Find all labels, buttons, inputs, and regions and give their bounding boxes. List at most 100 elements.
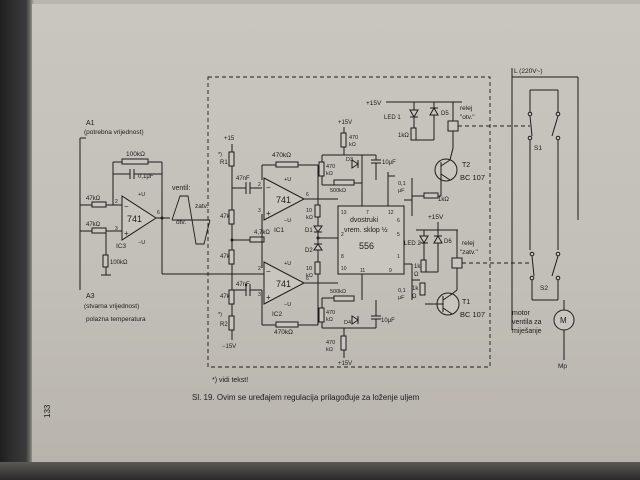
r470-a-unit: kΩ: [349, 142, 356, 148]
r47k-b-label: 47kΩ: [86, 222, 101, 228]
figure-caption: Sl. 19. Ovim se uređajem regulacija pril…: [192, 393, 420, 402]
diode-d1: [313, 225, 323, 233]
s2-contact-c: [529, 275, 535, 281]
ventil-label: ventil:: [172, 185, 190, 192]
resistor-1k-c: [420, 259, 427, 273]
board-boundary: [207, 76, 491, 368]
resistor-47k-b: [91, 227, 107, 234]
s1-contact-b: [555, 111, 561, 117]
resistor-10k-a: [314, 204, 321, 218]
threshold-divider: +15 R1 *) 47k 47k 47k R2 *) −15V: [218, 136, 270, 350]
minus15-label: −15V: [222, 344, 236, 350]
timer-556-body: [337, 205, 405, 275]
timer-pin-7: 7: [366, 210, 369, 216]
op-amp-ic3: [121, 195, 157, 241]
diode-d4: [351, 315, 359, 325]
relay1-type: "otv.": [460, 114, 475, 121]
r1k-c-unit: Ω: [414, 272, 419, 278]
relay-open-stage: +15V LED 1 1kΩ D5 relej "otv.": [366, 100, 530, 203]
ic1-pin2: 2: [258, 182, 261, 188]
resistor-47k-a: [91, 201, 107, 208]
potentiometer-500k-b: [333, 295, 355, 302]
s1-contact-d: [555, 135, 561, 141]
c01u-label: 0,1μF: [138, 174, 154, 180]
ic3-pin6: 6: [157, 210, 160, 216]
relay1-label: relej: [460, 105, 472, 112]
potentiometer-500k-a: [333, 179, 355, 186]
resistor-470k-a: [340, 132, 347, 148]
plus15-c: +15V: [338, 361, 352, 367]
timer-pin-1: 1: [397, 254, 400, 260]
ic1-pos-supply: +U: [284, 177, 291, 183]
r47k-v1-label: 47k: [220, 214, 231, 220]
ic2-number: 741: [276, 279, 291, 289]
star1-label: *): [218, 152, 222, 158]
relay-coil-close: [451, 257, 463, 269]
input-a1-name: A1: [86, 120, 95, 127]
resistor-470k-bottom: [275, 321, 299, 328]
star2-label: *): [218, 312, 222, 318]
input-a3-desc2: polazna temperatura: [86, 316, 146, 323]
diode-d2: [313, 243, 323, 251]
bc107-a-label: BC 107: [460, 173, 485, 182]
motor-label-2: ventila za: [512, 319, 542, 326]
r47k-a-label: 47kΩ: [86, 196, 101, 202]
ic3-pin3: 3: [115, 226, 118, 232]
s1-contact-a: [527, 111, 533, 117]
resistor-1k-d: [419, 282, 426, 296]
r100k-bot-label: 100kΩ: [110, 260, 128, 266]
upper-timing-network: +15V 470 kΩ 470 kΩ D3 500kΩ 10μF: [318, 120, 396, 206]
s2-label: S2: [540, 285, 548, 292]
r1-label: R1: [220, 160, 228, 166]
led-2: [419, 235, 429, 245]
ic2-name: IC2: [272, 311, 283, 318]
ic3-plus: +: [124, 229, 129, 238]
d6-label: D6: [444, 239, 452, 245]
timer-pin-9: 9: [389, 268, 392, 274]
op-amp-ic1-group: 470kΩ 741 − + +U −U IC1 2 3 6: [258, 152, 338, 240]
resistor-4k7: [249, 236, 265, 243]
d4-label: D4: [344, 320, 351, 326]
ic1-name: IC1: [274, 227, 285, 234]
r470-d-label: 470: [326, 340, 335, 346]
plus15-d: +15V: [428, 214, 444, 221]
motor-label-1: motor: [512, 310, 531, 317]
input-a1-desc: (potrebna vrijednost): [84, 129, 144, 136]
r1k-b-label: 1kΩ: [438, 197, 449, 203]
ic3-pin2: 2: [115, 199, 118, 205]
r10k-b-unit: kΩ: [306, 273, 313, 279]
op-amp-ic2: [263, 261, 306, 305]
op-amp-ic1: [263, 177, 306, 221]
led2-label: LED 2: [404, 241, 421, 247]
r10k-a-unit: kΩ: [306, 215, 313, 221]
s2-contact-a: [529, 251, 535, 257]
mp-label: Mp: [558, 363, 567, 370]
t1-label: T1: [462, 299, 470, 306]
r1k-c-label: 1k: [414, 264, 421, 270]
ic2-pin2: 2: [258, 266, 261, 272]
footnote: *) vidi tekst!: [212, 377, 248, 384]
c01-b-unit: μF: [398, 295, 405, 301]
resistor-47k-v2: [228, 249, 235, 265]
input-section: A1 (potrebna vrijednost) A3 (stvarna vri…: [79, 120, 232, 323]
r500k-b-label: 500kΩ: [330, 289, 346, 295]
r1k-a-label: 1kΩ: [398, 133, 409, 139]
resistor-47k-v3: [228, 289, 235, 305]
resistor-47k-v1: [228, 209, 235, 225]
relay-coil-open: [447, 120, 459, 132]
ic1-pin3: 3: [258, 208, 261, 214]
resistor-470k-c: [318, 307, 325, 323]
timer-pin-10: 10: [341, 266, 347, 272]
relay-close-stage: +15V LED 2 1k Ω D6 relej "zatv.": [404, 214, 532, 319]
ic2-pos-supply: +U: [284, 261, 291, 267]
resistor-470k-top: [275, 161, 299, 168]
output-coupling-caps: 0,1 μF 0,1 μF: [398, 178, 413, 301]
r500k-a-label: 500kΩ: [330, 188, 346, 194]
resistor-1k-b: [423, 192, 439, 199]
c47n-a-label: 47nF: [236, 176, 250, 182]
led-1: [409, 109, 419, 119]
timer-556: dvostruki vrem. sklop ½ 556 13 12 2 6 5 …: [337, 205, 405, 275]
ic3-neg-supply: −U: [138, 240, 145, 246]
resistor-10k-b: [314, 261, 321, 275]
